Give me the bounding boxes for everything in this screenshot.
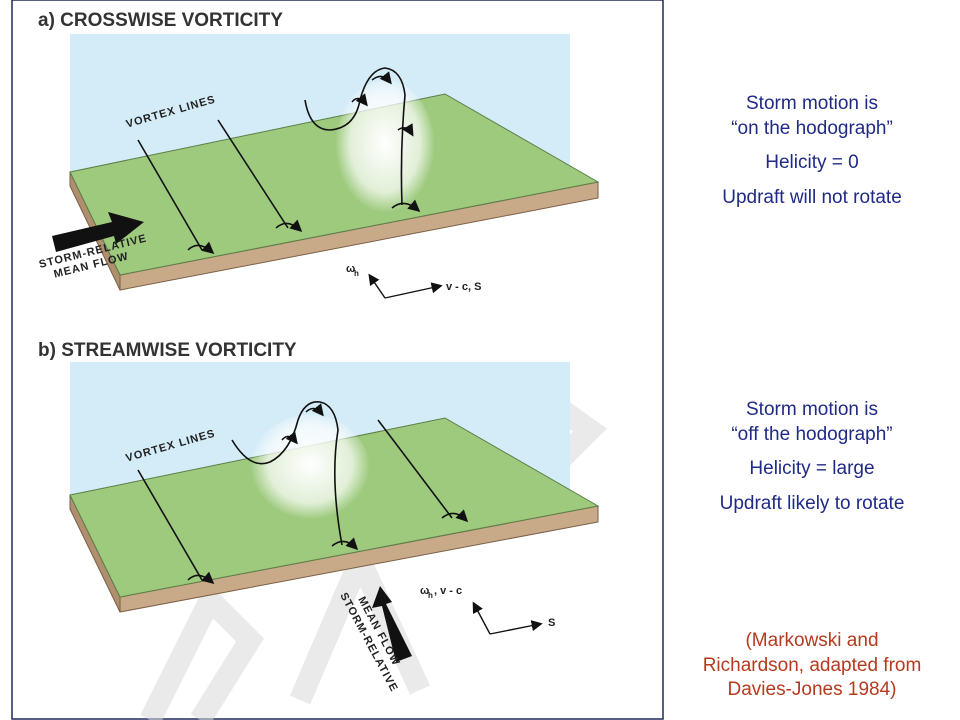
vector-label-a: v - c, S: [446, 281, 481, 293]
vortex-lines-b: [137, 401, 453, 581]
mean-flow-arrow-b: [372, 586, 412, 662]
figure-illustration: a) CROSSWISE VORTICITY VORTEX LINES: [11, 0, 664, 720]
notes-panel-b: Storm motion is “off the hodograph” Heli…: [668, 398, 956, 517]
vector-diagram-b: [472, 601, 543, 635]
omega-sub-a: h: [354, 269, 359, 278]
mean-flow-arrow-a: [52, 212, 144, 252]
notes-a-line2: “on the hodograph”: [731, 117, 893, 139]
omega-label-b: ω: [420, 585, 429, 597]
notes-a-helicity: Helicity = 0: [765, 152, 859, 174]
panel-a-title: a) CROSSWISE VORTICITY: [38, 10, 283, 31]
notes-a-updraft: Updraft will not rotate: [722, 187, 902, 209]
citation-line1: (Markowski and: [745, 630, 879, 651]
omega-sub-b: h: [428, 591, 433, 600]
vector-label-b: , v - c: [434, 585, 462, 597]
panel-b: b) STREAMWISE VORTICITY VORTEX LINES STO…: [38, 340, 600, 694]
notes-a-line1: Storm motion is: [746, 93, 878, 114]
citation-line3: Davies-Jones 1984): [727, 679, 897, 701]
notes-b-helicity: Helicity = large: [749, 458, 875, 480]
vorticity-diagram: a) CROSSWISE VORTICITY VORTEX LINES: [11, 0, 664, 720]
updraft-cloud-b: [250, 415, 370, 525]
omega-label-a: ω: [346, 263, 355, 275]
citation: (Markowski and Richardson, adapted from …: [668, 629, 956, 703]
notes-b-updraft: Updraft likely to rotate: [719, 493, 905, 515]
notes-b-line2: “off the hodograph”: [731, 423, 893, 445]
notes-panel-a: Storm motion is “on the hodograph” Helic…: [668, 92, 956, 211]
citation-line2: Richardson, adapted from: [702, 654, 922, 676]
vector-diagram-a: [368, 273, 443, 299]
s-label-b: S: [548, 617, 555, 629]
updraft-cloud-a: [335, 80, 435, 220]
ground-a: [69, 93, 600, 276]
panel-a: a) CROSSWISE VORTICITY VORTEX LINES: [38, 10, 600, 299]
panel-b-title: b) STREAMWISE VORTICITY: [38, 340, 297, 361]
notes-b-line1: Storm motion is: [746, 399, 878, 420]
